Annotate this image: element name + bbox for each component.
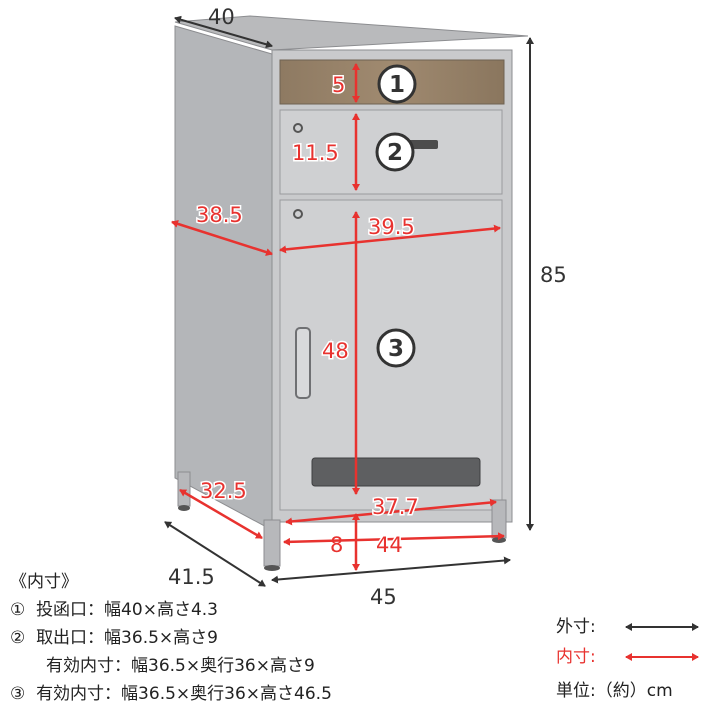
note-line: ② 取出口：幅36.5×高さ9 bbox=[10, 628, 218, 648]
bottom-slot bbox=[311, 457, 481, 487]
inner-arrow-icon bbox=[625, 653, 699, 661]
note-line: 有効内寸：幅36.5×奥行36×高さ9 bbox=[46, 656, 315, 676]
side-depth-arrow bbox=[171, 220, 273, 256]
badge-3: 3 bbox=[376, 328, 416, 368]
leg-back-left bbox=[177, 471, 191, 507]
drawer-height-label: 11.5 bbox=[292, 141, 339, 165]
bottom-depth-label: 32.5 bbox=[200, 479, 247, 503]
foot bbox=[178, 505, 190, 511]
outer-width-top-arrow bbox=[174, 15, 273, 49]
outer-width-bottom-label: 45 bbox=[370, 585, 397, 609]
outer-height-label: 85 bbox=[540, 263, 567, 287]
door-key-hook bbox=[293, 209, 303, 219]
foot bbox=[492, 537, 506, 543]
badge-2: 2 bbox=[375, 132, 415, 172]
leg-front-left bbox=[263, 519, 281, 567]
note-line: ③ 有効内寸：幅36.5×奥行36×高さ46.5 bbox=[10, 684, 332, 704]
bottom-width-label: 37.7 bbox=[372, 495, 419, 519]
note-line: ① 投函口：幅40×高さ4.3 bbox=[10, 600, 218, 620]
bottom-width-arrow bbox=[285, 498, 497, 526]
outer-width-top-label: 40 bbox=[208, 5, 235, 29]
door-handle bbox=[295, 327, 311, 399]
drawer-key-hook bbox=[293, 123, 303, 133]
door-width-label: 39.5 bbox=[368, 215, 415, 239]
svg-text:1: 1 bbox=[389, 72, 405, 98]
cabinet-side bbox=[174, 25, 273, 531]
notes-heading: 《内寸》 bbox=[10, 572, 78, 592]
outer-arrow-icon bbox=[625, 623, 699, 631]
legend-inner: 内寸: bbox=[556, 642, 702, 672]
side-depth-label: 38.5 bbox=[196, 203, 243, 227]
outer-depth-label: 41.5 bbox=[168, 565, 215, 589]
unit-label: 単位:（約）cm bbox=[556, 681, 673, 701]
badge-1: 1 bbox=[377, 64, 417, 104]
svg-text:3: 3 bbox=[388, 336, 404, 362]
legend: 外寸: 内寸: 単位:（約）cm bbox=[556, 612, 702, 706]
leg-height-label: 8 bbox=[330, 533, 343, 557]
door-height-label: 48 bbox=[322, 339, 349, 363]
inner-dimension-notes: 《内寸》 ① 投函口：幅40×高さ4.3 ② 取出口：幅36.5×高さ9 有効内… bbox=[10, 568, 332, 708]
svg-text:2: 2 bbox=[387, 140, 403, 166]
door-width-arrow bbox=[279, 224, 501, 254]
base-width-label: 44 bbox=[376, 533, 403, 557]
leg-front-right bbox=[491, 499, 507, 539]
base-width-arrow bbox=[283, 532, 505, 546]
outer-width-bottom-arrow bbox=[271, 556, 511, 584]
bottom-depth-arrow bbox=[179, 488, 263, 540]
legend-outer: 外寸: bbox=[556, 612, 702, 642]
slot-height-label: 5 bbox=[332, 73, 345, 97]
